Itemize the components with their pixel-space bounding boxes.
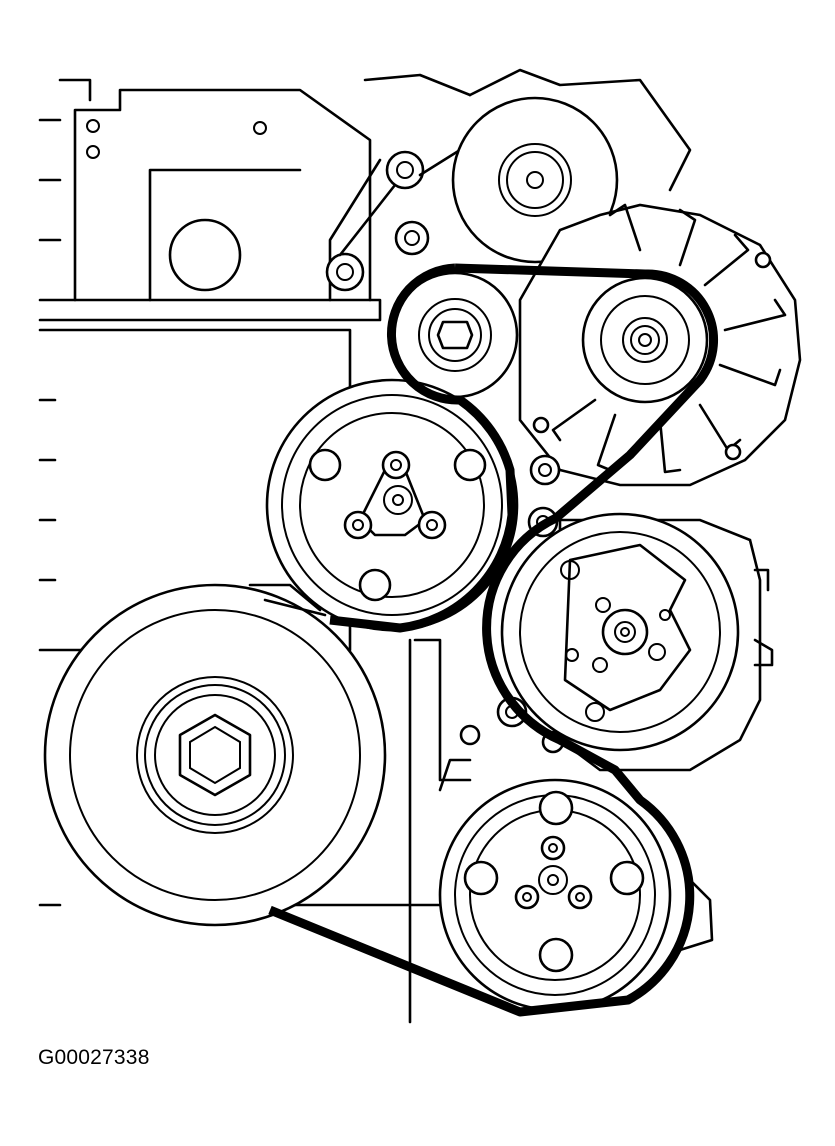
- water-pump-pulley: [438, 758, 714, 1012]
- figure-id: G00027338: [38, 1046, 150, 1069]
- bracket-bolts: [325, 148, 462, 292]
- power-steering-pulley: [265, 378, 519, 632]
- crankshaft-pulley: [43, 583, 387, 927]
- alternator: [518, 203, 802, 487]
- serpentine-belt: [263, 263, 718, 1017]
- upper-idler-pulley: [451, 68, 692, 264]
- ac-compressor: [500, 512, 774, 772]
- engine-block-outline: [38, 73, 472, 1024]
